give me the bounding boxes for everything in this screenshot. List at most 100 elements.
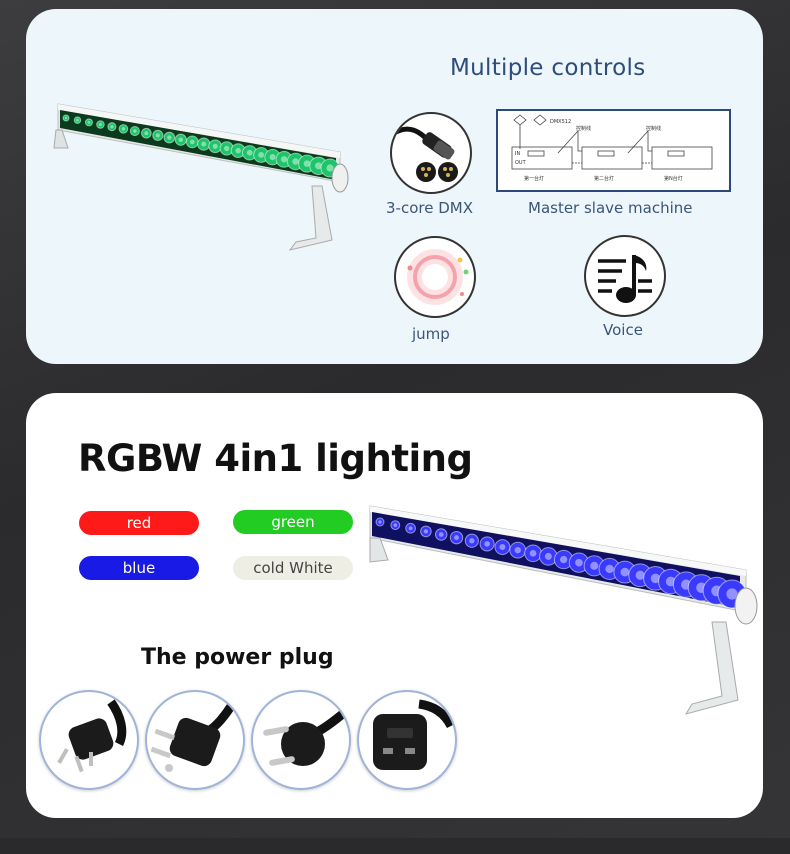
uk-plug-icon xyxy=(373,699,455,770)
green-led xyxy=(163,131,176,144)
blue-led-core xyxy=(650,573,661,584)
blue-led-bar-image xyxy=(369,505,758,715)
unit1-text: 第一台灯 xyxy=(524,175,544,182)
blue-led-core xyxy=(454,535,459,541)
green-led xyxy=(129,125,140,137)
blue-led-core xyxy=(378,520,382,524)
green-led xyxy=(152,129,164,141)
blue-led-core xyxy=(559,555,568,564)
blue-led xyxy=(420,525,432,538)
green-led-core xyxy=(235,147,241,154)
blue-led-core xyxy=(499,544,506,551)
green-led xyxy=(73,116,82,124)
blue-led-core xyxy=(408,526,413,531)
green-led xyxy=(84,118,93,127)
australian-plug-icon xyxy=(57,699,127,773)
color-pill-green: green xyxy=(233,510,353,534)
green-led-core xyxy=(224,145,230,152)
green-led-core xyxy=(133,129,137,133)
unit2-text: 第二台灯 xyxy=(594,175,614,182)
blue-led-core xyxy=(605,564,614,574)
green-led-core xyxy=(144,131,149,136)
green-led-core xyxy=(246,149,253,156)
green-led-core xyxy=(178,137,184,142)
rgbw-headline: RGBW 4in1 lighting xyxy=(78,437,473,480)
blue-led-core xyxy=(514,547,521,554)
master-slave-diagram: DMX512 控制线 控制线 IN OUT 第一台灯 第二台灯 第N台灯 xyxy=(496,109,731,192)
out-text: OUT xyxy=(515,160,527,166)
dmx-cable-circle xyxy=(390,112,472,194)
blue-led xyxy=(449,530,464,545)
master-slave-caption: Master slave machine xyxy=(528,199,693,217)
blue-led-core xyxy=(620,567,630,577)
cable1-text: 控制线 xyxy=(576,125,591,132)
jump-caption: jump xyxy=(412,325,450,343)
eu-plug-icon xyxy=(263,708,348,766)
color-pill-red: red xyxy=(79,511,199,535)
page-bottom-strip xyxy=(0,838,790,854)
green-led-bar-image xyxy=(53,103,349,251)
green-led-core xyxy=(201,141,207,147)
multiple-controls-title: Multiple controls xyxy=(450,55,646,81)
blue-led xyxy=(434,528,448,541)
blue-led-core xyxy=(590,561,599,570)
dmx512-text: DMX512 xyxy=(550,119,571,125)
blue-led-core xyxy=(438,532,444,537)
blue-led-core xyxy=(484,541,490,547)
blue-led xyxy=(464,533,479,548)
color-pill-cold-white: cold White xyxy=(233,556,353,580)
in-text: IN xyxy=(515,151,520,157)
green-led-core xyxy=(76,118,79,122)
green-led-core xyxy=(87,120,91,124)
uk-plug-circle xyxy=(357,690,457,790)
green-led-core xyxy=(155,133,160,138)
green-led-core xyxy=(292,158,299,165)
eu-plug-circle xyxy=(251,690,351,790)
green-led-core xyxy=(315,162,323,170)
dmx-caption: 3-core DMX xyxy=(386,199,473,217)
jump-circle xyxy=(394,236,476,318)
green-led-core xyxy=(121,127,126,131)
blue-led-core xyxy=(575,558,583,567)
green-led-core xyxy=(280,156,288,163)
green-led xyxy=(107,122,117,132)
unitN-text: 第N台灯 xyxy=(664,175,683,182)
dmx-connector-icon xyxy=(394,126,458,182)
green-led xyxy=(118,124,129,134)
blue-led-core xyxy=(635,570,645,580)
green-led-core xyxy=(269,154,276,161)
green-led-core xyxy=(98,123,102,127)
blue-led-core xyxy=(529,549,537,557)
green-led-core xyxy=(258,151,265,158)
green-led-core xyxy=(110,125,114,129)
color-pill-blue: blue xyxy=(79,556,199,580)
blue-led-core xyxy=(726,588,738,600)
us-plug-icon xyxy=(150,697,239,772)
jump-effect-icon xyxy=(407,249,469,305)
power-plug-title: The power plug xyxy=(141,645,334,670)
us-plug-circle xyxy=(145,690,245,790)
blue-led-core xyxy=(423,529,429,534)
green-led-core xyxy=(326,164,334,172)
green-led-core xyxy=(64,116,68,120)
green-led xyxy=(96,120,105,129)
blue-led xyxy=(375,517,385,527)
blue-led xyxy=(494,539,511,556)
blue-led-core xyxy=(393,523,398,527)
blue-led-core xyxy=(544,552,552,560)
green-led-core xyxy=(212,143,218,149)
green-led-core xyxy=(303,160,311,168)
green-led-core xyxy=(189,139,195,145)
blue-led xyxy=(390,520,401,531)
green-led xyxy=(62,114,70,122)
green-led xyxy=(141,127,152,139)
green-led-core xyxy=(167,135,172,140)
voice-circle xyxy=(584,235,666,317)
music-note-icon xyxy=(598,255,652,303)
australian-plug-circle xyxy=(39,690,139,790)
voice-caption: Voice xyxy=(603,321,643,339)
blue-led-core xyxy=(469,538,475,544)
blue-led xyxy=(405,522,416,534)
cable2-text: 控制线 xyxy=(646,125,661,132)
blue-led xyxy=(479,536,495,552)
